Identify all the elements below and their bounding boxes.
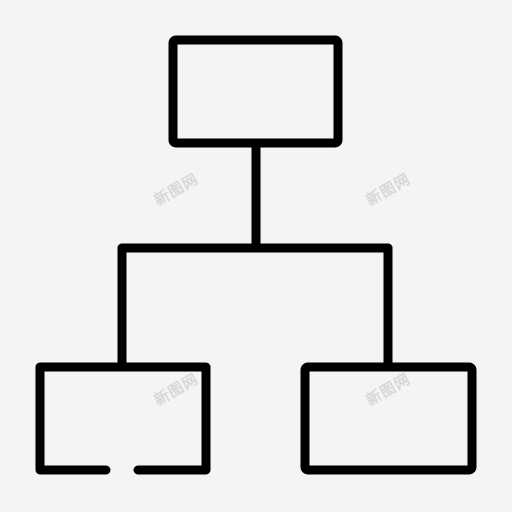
top-node-box xyxy=(168,35,343,148)
left-child-node-box xyxy=(35,362,211,475)
right-child-node-box xyxy=(300,362,477,475)
